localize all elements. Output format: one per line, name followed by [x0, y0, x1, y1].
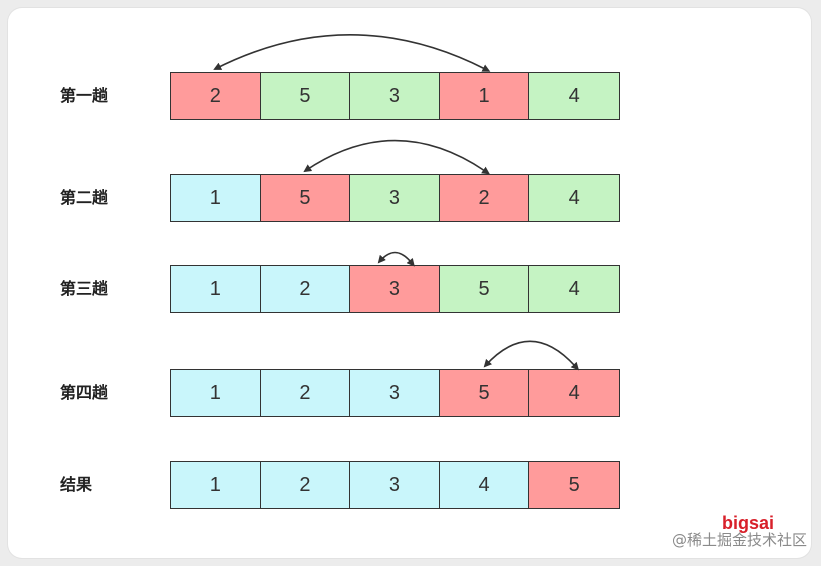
array-cell: 1: [171, 462, 261, 508]
array-cell: 5: [439, 370, 530, 416]
array-cell: 3: [350, 462, 440, 508]
array-cell: 4: [529, 370, 619, 416]
array-cell: 1: [171, 266, 261, 312]
watermark-site: @稀土掘金技术社区: [671, 531, 807, 549]
array-cell: 4: [529, 73, 619, 119]
row-label: 第三趟: [60, 279, 109, 298]
row-label: 结果: [60, 475, 93, 494]
array-cell: 2: [260, 370, 351, 416]
array-cell: 2: [260, 462, 351, 508]
array-cell: 3: [350, 266, 440, 312]
row-label: 第四趟: [60, 383, 109, 402]
array-cell: 3: [350, 73, 440, 119]
array-cell: 2: [439, 175, 530, 221]
row-label: 第一趟: [60, 86, 109, 105]
array-cell: 5: [260, 73, 351, 119]
array-cell: 2: [171, 73, 261, 119]
array-cell: 5: [260, 175, 351, 221]
array-cell: 1: [171, 175, 261, 221]
array-cell: 4: [529, 175, 619, 221]
array-cell: 4: [529, 266, 619, 312]
array-cell: 1: [171, 370, 261, 416]
row-label: 第二趟: [60, 188, 109, 207]
array-cell: 3: [350, 370, 440, 416]
array-cell: 4: [439, 462, 530, 508]
array-cell: 1: [439, 73, 530, 119]
array-cell: 3: [350, 175, 440, 221]
array-cell: 5: [529, 462, 619, 508]
watermark-author: bigsai: [722, 513, 775, 533]
array-cell: 2: [260, 266, 351, 312]
array-cell: 5: [439, 266, 530, 312]
